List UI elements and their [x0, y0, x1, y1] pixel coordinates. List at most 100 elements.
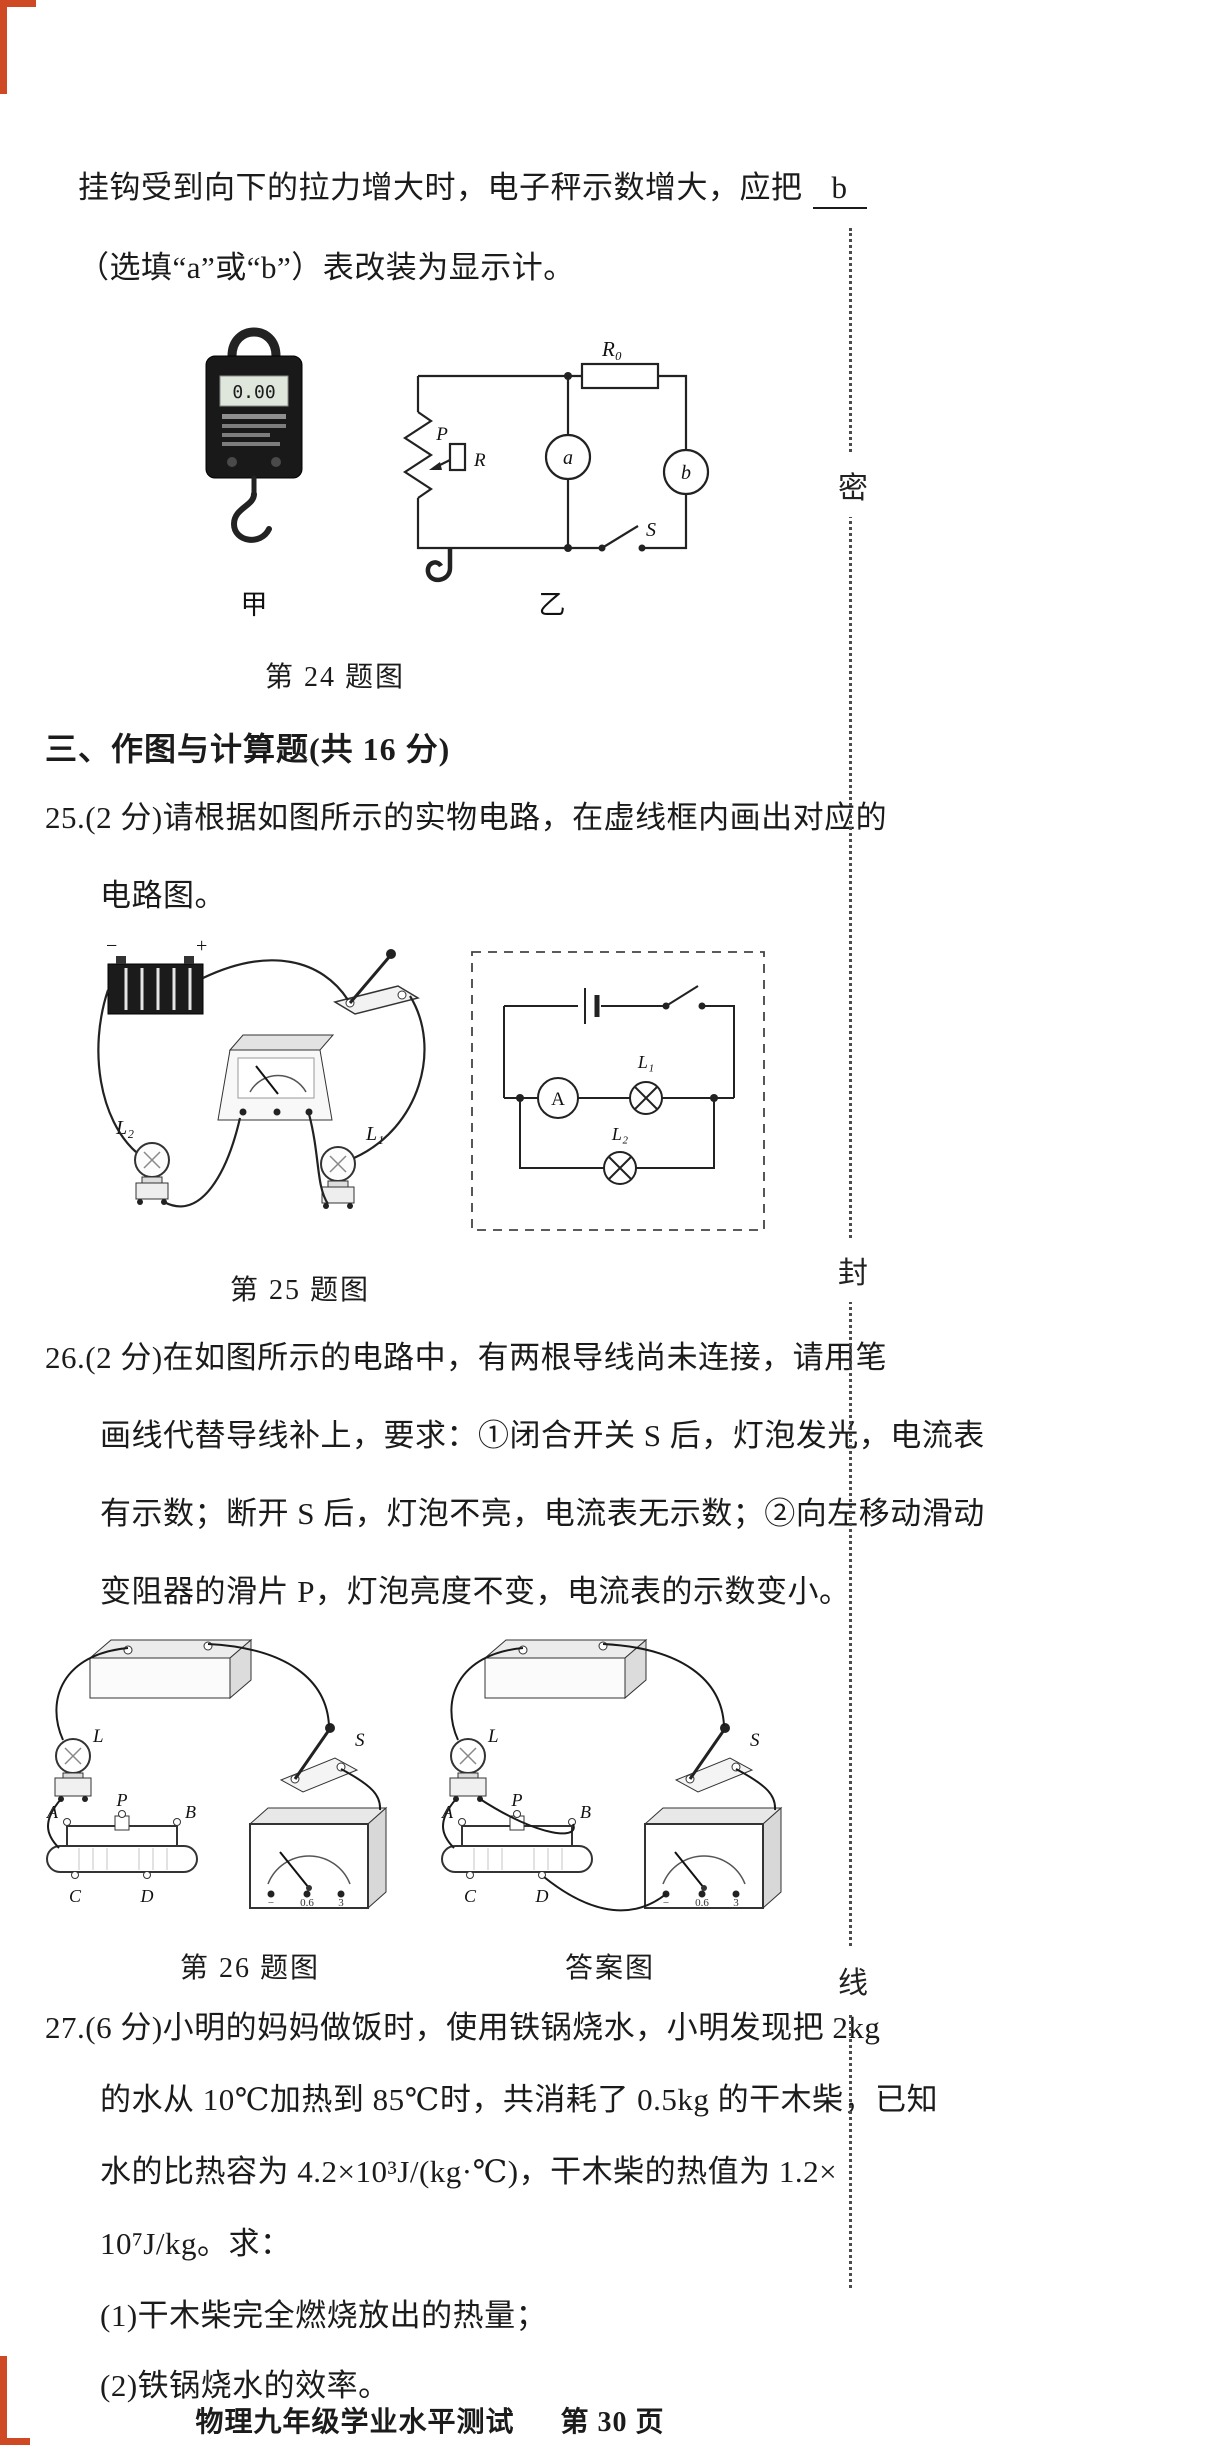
- meter-terminal: [303, 1890, 311, 1898]
- load-hook: [425, 548, 453, 582]
- meter-terminal: [337, 1890, 345, 1898]
- figure-26-caption: 第 26 题图: [179, 1953, 320, 1984]
- battery-box: [88, 1638, 253, 1700]
- lamp: L: [449, 1726, 499, 1802]
- footer-test-title: 物理九年级学业水平测试: [195, 2407, 515, 2438]
- label-b: b: [681, 462, 691, 484]
- label-L2-schematic: L₂: [611, 1124, 628, 1144]
- question-25-line-2: 电路图。: [100, 878, 226, 913]
- ammeter-symbol: [537, 1077, 579, 1119]
- switch-base: [333, 985, 420, 1015]
- rheostat: A P B C D: [46, 1790, 198, 1906]
- meter-scale-arc: [267, 1855, 351, 1885]
- ammeter: − 0.6 3: [248, 1806, 388, 1910]
- real-circuit: − +: [97, 935, 426, 1209]
- battery-terminal: [518, 1645, 528, 1655]
- meter-side: [367, 1806, 387, 1910]
- battery-front: [484, 1657, 626, 1699]
- meter-06-label: 0.6: [300, 1897, 314, 1909]
- question-27-line-4: 10⁷J/kg。求：: [100, 2226, 292, 2261]
- terminal-C: [466, 1871, 474, 1879]
- label-S-answer: S: [750, 1730, 760, 1751]
- label-S: S: [646, 519, 656, 541]
- terminal-A: [63, 1818, 71, 1826]
- crop-mark-top-left-vertical: [0, 0, 7, 94]
- circuit-problem: L S: [46, 1638, 388, 1910]
- meter-06-label: 0.6: [695, 1897, 709, 1909]
- meter-3-label: 3: [733, 1897, 739, 1909]
- filament: [459, 1747, 477, 1765]
- switch-knob: [720, 1723, 730, 1733]
- label-yi: 乙: [539, 590, 566, 620]
- meter-pivot: [701, 1885, 707, 1891]
- question-26-line-3: 有示数；断开 S 后，灯泡不亮，电流表无示数；②向左移动滑动: [100, 1496, 985, 1531]
- bulb-base: [135, 1182, 169, 1200]
- meter-top: [228, 1034, 335, 1051]
- bulb-neck: [62, 1772, 84, 1779]
- resistor-R0-box: [580, 362, 660, 390]
- figure-26-answer-caption: 答案图: [564, 1953, 655, 1984]
- scale-display: 0.00: [232, 382, 275, 403]
- label-S: S: [355, 1730, 365, 1751]
- slider-arrow-head: [429, 462, 442, 470]
- battery-cells: [124, 968, 192, 1010]
- battery-terminal: [116, 956, 126, 964]
- meter-a-circle: [544, 433, 592, 481]
- junction-dot: [564, 372, 572, 380]
- question-25-line-1: 25.(2 分)请根据如图所示的实物电路，在虚线框内画出对应的: [45, 800, 888, 835]
- meter-terminal: [698, 1890, 706, 1898]
- scale-print-line: [222, 442, 280, 446]
- section-heading: 三、作图与计算题(共 16 分): [45, 731, 451, 767]
- label-D-answer: D: [535, 1886, 549, 1906]
- meter-top: [643, 1807, 783, 1825]
- schematic-wires: [503, 985, 735, 1185]
- terminal-P: [118, 1810, 126, 1818]
- meter-terminal: [273, 1108, 281, 1116]
- meter-minus-label: −: [268, 1897, 274, 1909]
- label-a: a: [563, 447, 573, 469]
- question-27-line-1: 27.(6 分)小明的妈妈做饭时，使用铁锅烧水，小明发现把 2kg: [45, 2010, 881, 2045]
- label-R: R: [473, 450, 486, 471]
- label-L: L: [92, 1726, 104, 1747]
- battery-pack: − +: [106, 935, 207, 1015]
- switch: [333, 949, 420, 1015]
- label-L1-schematic: L₁: [637, 1052, 654, 1072]
- schematic-box: A L₁ L₂: [471, 951, 765, 1231]
- meter-pivot: [306, 1885, 312, 1891]
- figure-26: L S: [30, 1628, 810, 1943]
- wires: [442, 1643, 777, 1849]
- question-27-sub-2: (2)铁锅烧水的效率。: [100, 2368, 390, 2403]
- meter-needle: [674, 1851, 705, 1889]
- label-B-answer: B: [580, 1802, 591, 1822]
- switch-lever: [688, 1729, 726, 1780]
- terminal-B: [568, 1818, 576, 1826]
- question-27-sub-1: (1)干木柴完全燃烧放出的热量；: [100, 2298, 548, 2333]
- switch-base: [674, 1757, 754, 1793]
- label-P: P: [435, 424, 448, 445]
- meter-needle: [279, 1851, 310, 1889]
- switch-lever: [348, 955, 392, 1004]
- meter-3-label: 3: [338, 1897, 344, 1909]
- figure-25: − +: [80, 928, 780, 1263]
- dashed-frame: [471, 951, 765, 1231]
- slider-handle: [448, 442, 467, 472]
- scale-lcd: [219, 375, 289, 407]
- switch-post: [397, 990, 407, 1000]
- crop-mark-top-left-horizontal: [0, 0, 36, 7]
- figure-26-drawing: L S: [46, 1638, 783, 1912]
- switch-knob: [325, 1723, 335, 1733]
- bulb-post: [82, 1796, 88, 1802]
- label-C: C: [69, 1886, 82, 1906]
- seal-char-mi: 密: [833, 453, 873, 517]
- scale-button: [271, 457, 281, 467]
- label-plus: +: [196, 935, 207, 957]
- terminal-D: [143, 1871, 151, 1879]
- circuit-labels: R₀ a b P R S 乙: [435, 337, 691, 620]
- rheostat-cylinder: [441, 1845, 593, 1873]
- figure-24-drawing: 0.00 甲: [205, 327, 710, 620]
- crop-mark-bottom-left-horizontal: [0, 2438, 30, 2445]
- switch-base: [279, 1757, 359, 1793]
- meter-terminal: [239, 1108, 247, 1116]
